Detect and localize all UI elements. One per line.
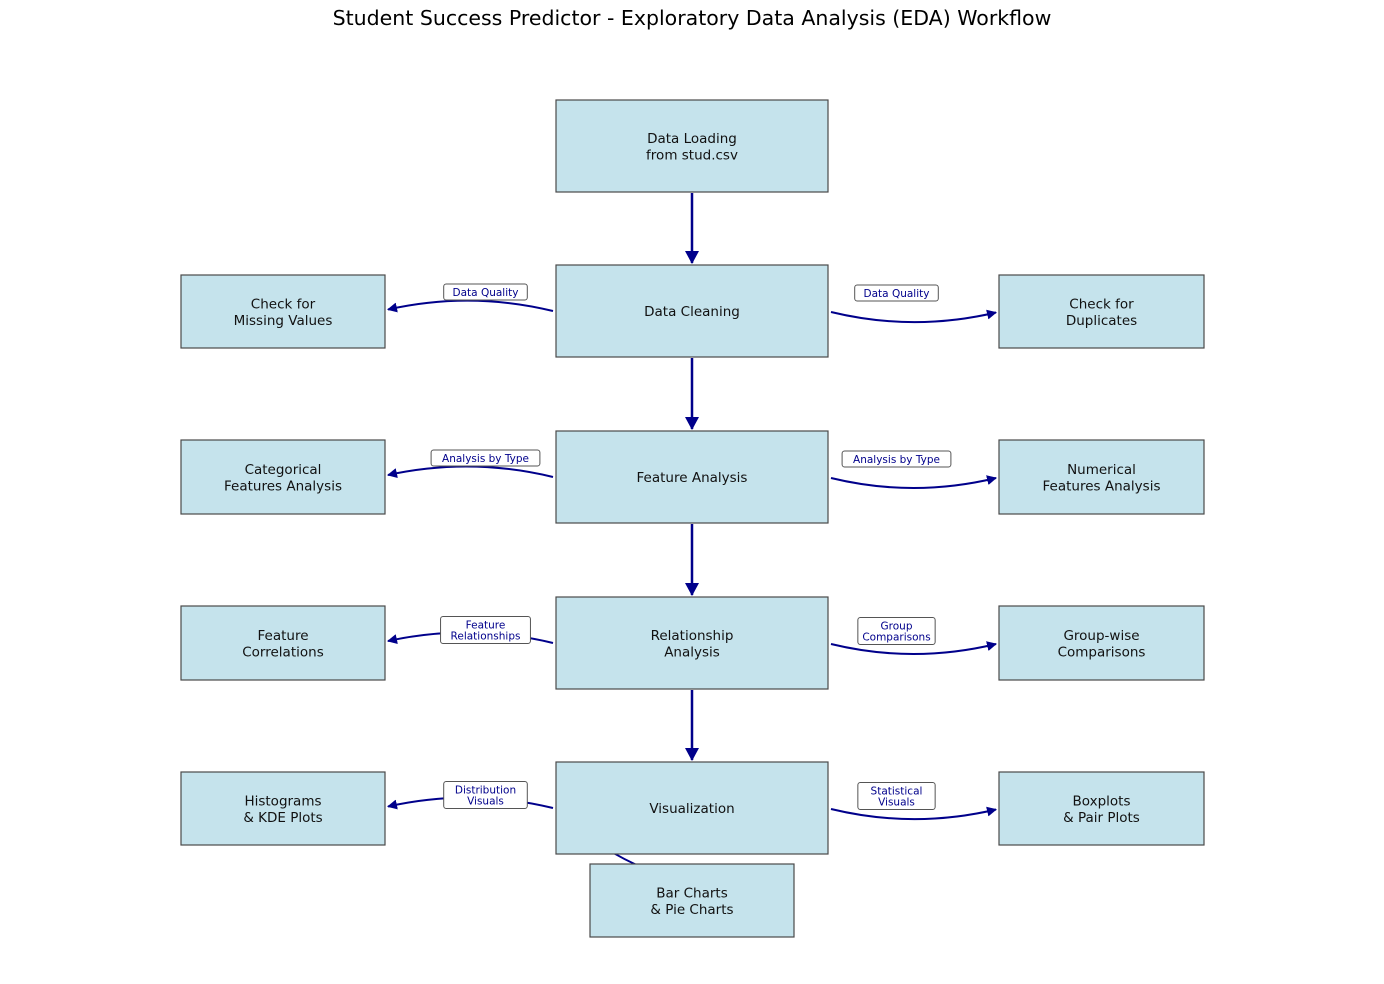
- edge-relationship-analysis-to-groupwise: [830, 641, 997, 655]
- node-label: Boxplots: [1072, 793, 1130, 809]
- edge-label-box: [854, 284, 939, 302]
- node-label: Numerical: [1067, 462, 1136, 478]
- edge-feature-analysis-to-categorical: [387, 465, 554, 478]
- node-box: [555, 596, 829, 690]
- node-label: Visualization: [649, 801, 734, 817]
- edge-data-cleaning-to-missing-values: [387, 299, 554, 313]
- edge-label-text: Relationships: [451, 631, 521, 643]
- edge-label-text: Comparisons: [862, 632, 930, 644]
- edge-label-text: Analysis by Type: [442, 453, 529, 465]
- edge-label-text: Group: [881, 621, 913, 633]
- node-box: [180, 274, 386, 349]
- node-box: [555, 99, 829, 193]
- node-label: Features Analysis: [1043, 478, 1161, 494]
- node-box: [998, 274, 1205, 349]
- node-boxplots: Boxplots& Pair Plots: [998, 771, 1205, 846]
- edge-label: Analysis by Type: [430, 449, 541, 467]
- edge-visualization-to-boxplots: [830, 806, 997, 821]
- node-label: Feature Analysis: [637, 470, 748, 486]
- edge-label-box: [841, 450, 952, 468]
- edge-label-text: Visuals: [467, 796, 504, 808]
- node-label: Correlations: [242, 644, 323, 660]
- edge-label-box: [857, 782, 936, 810]
- node-box: [555, 264, 829, 358]
- node-label: Feature: [257, 628, 308, 644]
- edge-label-text: Data Quality: [453, 287, 519, 299]
- edge-label-box: [443, 781, 528, 809]
- edge-label: Data Quality: [854, 284, 939, 302]
- edge-label-box: [443, 283, 528, 301]
- edge-label: Analysis by Type: [841, 450, 952, 468]
- node-label: & KDE Plots: [243, 810, 322, 826]
- edge-label-box: [857, 617, 936, 645]
- node-label: from stud.csv: [646, 147, 738, 163]
- edge-label-text: Statistical: [871, 786, 923, 798]
- node-label: Missing Values: [234, 313, 333, 329]
- node-label: Check for: [251, 296, 316, 312]
- diagram-title: Student Success Predictor - Exploratory …: [332, 6, 1052, 30]
- node-box: [589, 863, 795, 938]
- node-label: & Pie Charts: [650, 902, 733, 918]
- node-histograms: Histograms& KDE Plots: [180, 771, 386, 846]
- node-label: Check for: [1069, 296, 1134, 312]
- node-box: [180, 439, 386, 515]
- node-box: [998, 771, 1205, 846]
- node-feature-analysis: Feature Analysis: [555, 430, 829, 524]
- node-label: Categorical: [245, 462, 322, 478]
- node-label: & Pair Plots: [1063, 810, 1140, 826]
- node-box: [555, 761, 829, 855]
- node-box: [998, 439, 1205, 515]
- node-label: Data Cleaning: [644, 304, 740, 320]
- node-barcharts: Bar Charts& Pie Charts: [589, 863, 795, 938]
- node-label: Data Loading: [647, 131, 737, 147]
- edge-data-cleaning-to-duplicates: [830, 309, 997, 324]
- node-label: Analysis: [664, 644, 720, 660]
- edge-label-text: Data Quality: [864, 288, 930, 300]
- edge-label-text: Visuals: [878, 797, 915, 809]
- node-label: Group-wise: [1063, 628, 1139, 644]
- edge-label-box: [440, 616, 531, 644]
- edge-label-text: Distribution: [455, 785, 516, 797]
- edge-label: Data Quality: [443, 283, 528, 301]
- node-box: [180, 605, 386, 681]
- node-label: Comparisons: [1058, 644, 1146, 660]
- node-visualization: Visualization: [555, 761, 829, 855]
- node-label: Relationship: [651, 628, 734, 644]
- node-label: Bar Charts: [656, 885, 728, 901]
- node-label: Features Analysis: [224, 478, 342, 494]
- edge-feature-analysis-to-numerical: [830, 475, 997, 489]
- node-label: Histograms: [244, 793, 321, 809]
- node-box: [555, 430, 829, 524]
- edge-label-text: Feature: [466, 620, 506, 632]
- node-label: Duplicates: [1066, 313, 1137, 329]
- node-box: [998, 605, 1205, 681]
- node-data-cleaning: Data Cleaning: [555, 264, 829, 358]
- edge-label-text: Analysis by Type: [853, 454, 940, 466]
- node-box: [180, 771, 386, 846]
- edge-label-box: [430, 449, 541, 467]
